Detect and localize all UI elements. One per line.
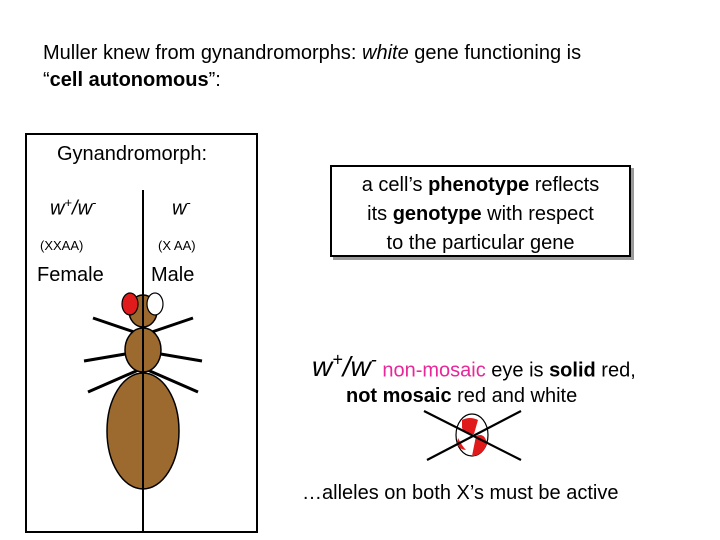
genotype-big: w+/w- xyxy=(312,350,377,383)
fly-leg xyxy=(87,366,144,394)
gynandromorph-panel xyxy=(25,133,258,533)
gene-name: white xyxy=(362,42,409,64)
title-quote: ”: xyxy=(208,69,221,91)
allele-sign: - xyxy=(370,350,377,370)
phenotype-note-box: a cell’s phenotype reflects its genotype… xyxy=(330,165,631,257)
note-text: with respect xyxy=(481,203,594,225)
female-genotype: w+/w- xyxy=(50,195,96,221)
slash: / xyxy=(342,351,351,383)
statement-emphasis: not mosaic xyxy=(346,385,452,407)
note-emphasis: phenotype xyxy=(428,174,530,196)
fly-leg xyxy=(142,366,199,394)
male-karyotype: (X AA) xyxy=(158,238,196,253)
not-mosaic-statement: not mosaic red and white xyxy=(346,385,577,408)
title-line-2: “cell autonomous”: xyxy=(43,67,581,94)
title-emphasis: cell autonomous xyxy=(49,69,209,91)
allele: w xyxy=(312,351,333,383)
white-eye xyxy=(146,292,164,316)
mosaic-red-patch xyxy=(457,438,466,450)
note-line-2: its genotype with respect xyxy=(332,200,629,229)
female-label: Female xyxy=(37,264,104,286)
allele: w xyxy=(172,197,187,220)
note-text: a cell’s xyxy=(361,174,429,196)
title-line-1: Muller knew from gynandromorphs: white g… xyxy=(43,40,581,67)
mosaic-red-patch xyxy=(462,418,478,435)
non-mosaic-term: non-mosaic xyxy=(376,359,486,382)
title-text: Muller knew from gynandromorphs: xyxy=(43,42,363,64)
allele: w xyxy=(77,197,93,220)
slash: / xyxy=(72,197,78,220)
allele-sign: + xyxy=(64,195,73,210)
allele: w xyxy=(50,197,65,220)
non-mosaic-statement: w+/w- non-mosaic eye is solid red, xyxy=(312,350,636,383)
gynandromorph-label: Gynandromorph: xyxy=(57,143,208,165)
cross-line xyxy=(426,410,522,461)
conclusion-text: …alleles on both X’s must be active xyxy=(302,482,619,504)
statement-emphasis: solid xyxy=(549,359,596,382)
mosaic-eye-crossed xyxy=(423,410,522,461)
note-text: its xyxy=(367,203,393,225)
red-eye xyxy=(121,292,139,316)
male-label: Male xyxy=(151,264,195,286)
female-karyotype: (XXAA) xyxy=(40,238,84,253)
allele-sign: - xyxy=(186,195,191,210)
allele-sign: - xyxy=(92,195,97,210)
allele: w xyxy=(350,351,371,383)
note-text: reflects xyxy=(529,174,600,196)
allele-sign: + xyxy=(332,350,343,370)
statement-text: eye is xyxy=(485,359,550,382)
note-emphasis: genotype xyxy=(392,203,482,225)
note-line-1: a cell’s phenotype reflects xyxy=(332,171,629,200)
male-genotype: w- xyxy=(172,195,191,221)
title-text: gene functioning is xyxy=(408,42,582,64)
statement-text: red, xyxy=(595,359,636,382)
title-quote: “ xyxy=(43,69,50,91)
note-line-3: to the particular gene xyxy=(386,232,575,254)
statement-text: red and white xyxy=(451,385,578,407)
slide-title: Muller knew from gynandromorphs: white g… xyxy=(43,40,581,94)
